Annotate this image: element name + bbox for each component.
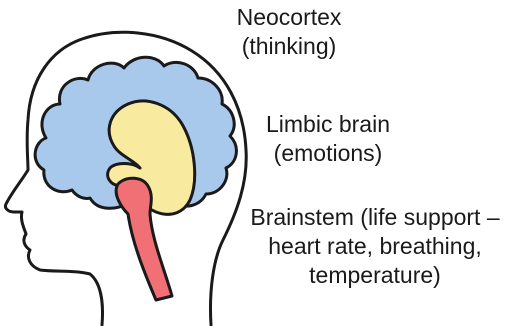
brainstem-label: Brainstem (life support – heart rate, br… (222, 203, 528, 290)
neocortex-label-line1: Neocortex (200, 3, 378, 32)
limbic-label-line2: (emotions) (240, 139, 416, 168)
limbic-label-line1: Limbic brain (240, 110, 416, 139)
brainstem-label-line1: Brainstem (life support – (222, 203, 528, 232)
limbic-label: Limbic brain (emotions) (240, 110, 416, 168)
neocortex-label: Neocortex (thinking) (200, 3, 378, 61)
neocortex-label-line2: (thinking) (200, 32, 378, 61)
brainstem-label-line2: heart rate, breathing, (222, 232, 528, 261)
brainstem-label-line3: temperature) (222, 261, 528, 290)
